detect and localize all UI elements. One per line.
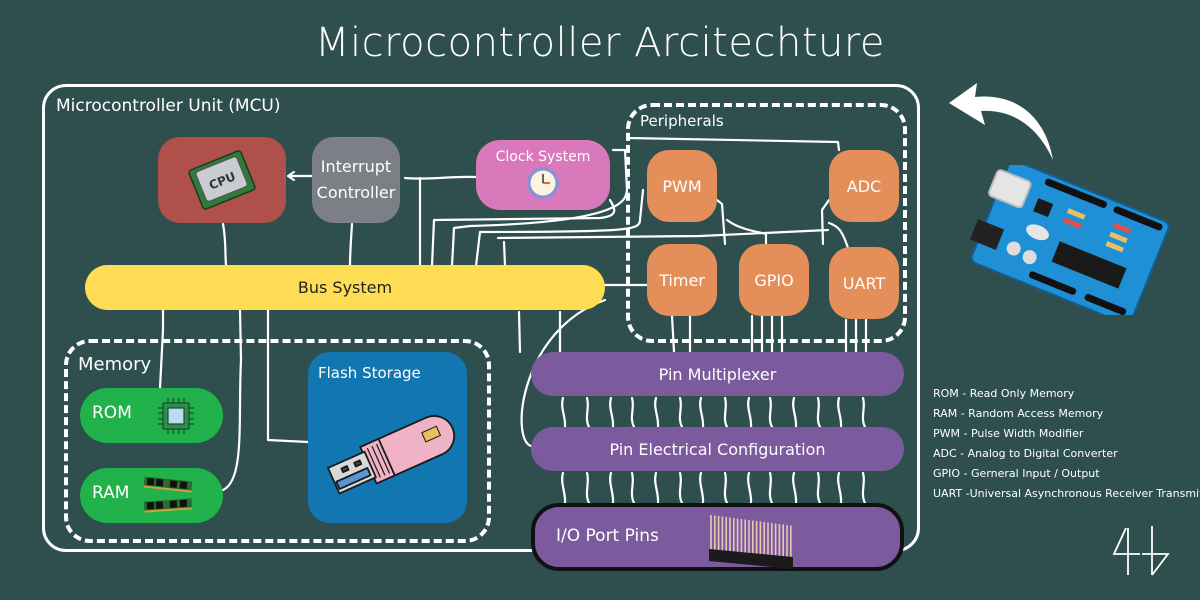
diagram-title: Microcontroller Arcitechture — [314, 20, 886, 66]
pin-multiplexer-label: Pin Multiplexer — [658, 364, 777, 384]
rom-label: ROM — [92, 403, 132, 423]
bus-system-block[interactable]: Bus System — [85, 265, 605, 310]
ram-stick-icon — [143, 476, 193, 513]
peripheral-gpio[interactable]: GPIO — [739, 244, 809, 316]
clock-system-label: Clock System — [495, 149, 591, 165]
pin-electrical-label: Pin Electrical Configuration — [609, 439, 826, 459]
timer-label: Timer — [659, 270, 705, 290]
memory-group — [64, 339, 491, 543]
pin-electrical-configuration-block[interactable]: Pin Electrical Configuration — [531, 427, 904, 471]
legend-item: UART -Universal Asynchronous Receiver Tr… — [933, 487, 1200, 500]
pin-multiplexer-block[interactable]: Pin Multiplexer — [531, 352, 904, 396]
bus-system-label: Bus System — [297, 278, 393, 297]
memory-label: Memory — [78, 354, 152, 375]
legend-item: RAM - Random Access Memory — [933, 407, 1104, 420]
curved-arrow-icon — [949, 83, 1053, 160]
mcu-label: Microcontroller Unit (MCU) — [56, 96, 281, 116]
gpio-label: GPIO — [754, 270, 794, 290]
clock-icon — [527, 167, 559, 199]
peripheral-adc[interactable]: ADC — [829, 150, 899, 222]
mcu-frame — [42, 84, 920, 552]
flash-storage-label: Flash Storage — [318, 364, 421, 382]
ram-block[interactable]: RAM — [80, 468, 223, 523]
interrupt-controller-block[interactable]: Interrupt Controller — [312, 137, 400, 223]
clock-system-block[interactable]: Clock System — [476, 140, 610, 210]
peripheral-pwm[interactable]: PWM — [647, 150, 717, 222]
chip-icon — [158, 398, 194, 434]
peripherals-label: Peripherals — [640, 112, 724, 130]
pwm-label: PWM — [662, 176, 702, 196]
legend-item: PWM - Pulse Width Modifier — [933, 427, 1084, 440]
usb-drive-icon — [327, 415, 456, 495]
adc-label: ADC — [846, 176, 882, 196]
pin-header-icon — [709, 515, 793, 569]
abbreviation-legend: ROM - Read Only Memory RAM - Random Acce… — [933, 384, 1200, 504]
uart-label: UART — [842, 273, 886, 293]
legend-item: ROM - Read Only Memory — [933, 387, 1075, 400]
signature-logo — [1112, 526, 1170, 576]
interrupt-controller-line1: Interrupt — [320, 157, 392, 176]
io-port-pins-block[interactable] — [531, 503, 904, 571]
flash-storage-block[interactable]: Flash Storage — [308, 352, 467, 523]
ram-label: RAM — [92, 483, 130, 503]
cpu-chip-icon: CPU — [188, 150, 256, 210]
legend-item: GPIO - Gerneral Input / Output — [933, 467, 1100, 480]
rom-block[interactable]: ROM — [80, 388, 223, 443]
arduino-board-icon — [969, 165, 1170, 315]
peripheral-uart[interactable]: UART — [829, 247, 899, 319]
peripheral-timer[interactable]: Timer — [647, 244, 717, 316]
legend-item: ADC - Analog to Digital Converter — [933, 447, 1118, 460]
io-port-pins-label: I/O Port Pins — [556, 526, 659, 546]
cpu-block[interactable]: CPU — [158, 137, 286, 223]
interrupt-controller-line2: Controller — [316, 183, 396, 202]
peripherals-group — [626, 103, 907, 343]
